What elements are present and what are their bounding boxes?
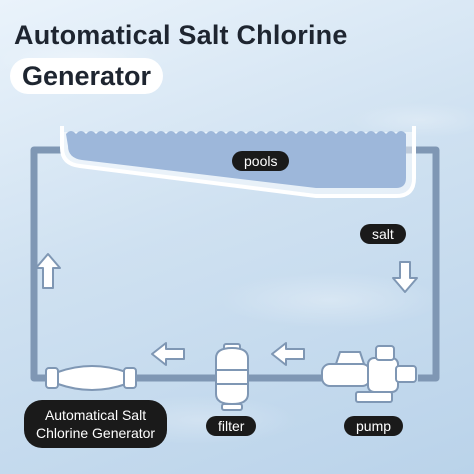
filter-label: filter bbox=[206, 416, 257, 436]
arrow-up-icon bbox=[35, 253, 61, 289]
page-title-line2: Generator bbox=[10, 58, 164, 94]
salt-label: salt bbox=[360, 224, 406, 244]
pump-icon bbox=[321, 345, 417, 403]
pools-label: pools bbox=[232, 151, 290, 171]
pipe-loop bbox=[30, 146, 440, 382]
generator-label: Automatical Salt Chlorine Generator bbox=[24, 400, 168, 448]
generator-label-line2: Chlorine Generator bbox=[36, 425, 156, 441]
arrow-down-icon bbox=[392, 261, 418, 293]
page-title-line1: Automatical Salt Chlorine bbox=[14, 20, 348, 50]
arrow-left-icon bbox=[271, 342, 305, 366]
arrow-left-icon bbox=[151, 342, 185, 366]
pump-label: pump bbox=[344, 416, 404, 436]
generator-cell-icon bbox=[45, 365, 137, 391]
filter-tank-icon bbox=[215, 343, 249, 411]
left-pipe bbox=[30, 146, 62, 382]
right-pipe bbox=[402, 146, 440, 382]
generator-label-line1: Automatical Salt bbox=[44, 407, 147, 423]
